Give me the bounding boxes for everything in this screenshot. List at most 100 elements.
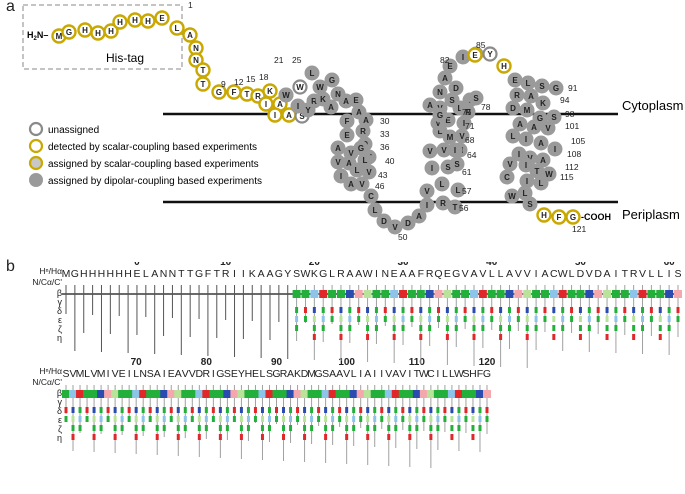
residue-number: 121 <box>572 224 586 234</box>
sequence-residue: F <box>205 268 211 280</box>
svg-text:V: V <box>435 119 441 128</box>
sequence-residue: L <box>489 268 495 280</box>
svg-text:A: A <box>335 144 341 153</box>
sequence-residue: I <box>107 368 110 380</box>
sequence-residue: I <box>212 368 215 380</box>
svg-text:D: D <box>405 219 411 228</box>
residue-number: 57 <box>462 186 472 196</box>
residue: H <box>103 23 119 39</box>
residue-number: 40 <box>385 156 395 166</box>
sequence-residue: A <box>336 368 343 380</box>
svg-text:L: L <box>175 24 180 33</box>
residue: I <box>455 49 471 65</box>
sequence-residue: I <box>408 368 411 380</box>
svg-text:S: S <box>299 112 305 121</box>
residue: A <box>343 176 359 192</box>
svg-text:W: W <box>545 170 553 179</box>
sequence-residue: E <box>444 268 451 280</box>
sequence-residue: A <box>266 268 273 280</box>
svg-text:T: T <box>453 203 458 212</box>
residue: S <box>546 109 562 125</box>
sequence-residue: A <box>258 268 265 280</box>
svg-text:V: V <box>335 158 341 167</box>
sequence-residue: L <box>133 368 139 380</box>
residue: L <box>533 175 549 191</box>
svg-text:V: V <box>366 168 372 177</box>
svg-text:I: I <box>525 161 527 170</box>
residue-number: 61 <box>462 167 472 177</box>
sequence-residue: L <box>648 268 654 280</box>
svg-text:I: I <box>462 53 464 62</box>
sequence-residue: V <box>462 268 469 280</box>
svg-text:H: H <box>82 26 88 35</box>
svg-text:A: A <box>531 123 537 132</box>
residue: E <box>442 58 458 74</box>
sequence-residue: I <box>535 268 538 280</box>
sequence-residue: C <box>427 368 435 380</box>
legend-detected-icon <box>28 138 44 154</box>
svg-text:V: V <box>392 223 398 232</box>
svg-text:A: A <box>277 100 283 109</box>
residue: R <box>435 195 451 211</box>
sequence-residue: H <box>115 268 123 280</box>
svg-text:E: E <box>447 62 453 71</box>
sequence-residue: N <box>169 268 177 280</box>
svg-text:V: V <box>507 160 513 169</box>
svg-text:V: V <box>545 124 551 133</box>
residue: D <box>376 213 392 229</box>
svg-text:M: M <box>447 133 454 142</box>
sequence-residue: A <box>151 268 158 280</box>
sequence-residue: R <box>337 268 345 280</box>
sequence-residue: V <box>91 368 98 380</box>
n-terminus-label: H2N– <box>27 30 48 42</box>
svg-text:G: G <box>437 111 443 120</box>
cytoplasm-label: Cytoplasm <box>622 98 683 113</box>
row-label: γ <box>58 397 63 407</box>
residue: I <box>447 142 463 158</box>
sequence-residue: K <box>249 268 256 280</box>
residue: I <box>419 197 435 213</box>
residue: T <box>195 62 211 78</box>
residue-number: 21 <box>274 55 284 65</box>
residue: S <box>444 92 460 108</box>
residue: H <box>496 58 512 74</box>
residue: A <box>330 140 346 156</box>
svg-text:N: N <box>335 90 341 99</box>
svg-text:I: I <box>426 201 428 210</box>
residue-number: 1 <box>188 0 193 10</box>
residue-number: 82 <box>440 55 450 65</box>
residue: F <box>551 209 567 225</box>
residue: L <box>434 176 450 192</box>
residue: Y <box>482 46 498 62</box>
sequence-residue: V <box>399 368 406 380</box>
svg-text:I: I <box>554 145 556 154</box>
sequence-residue: I <box>128 368 131 380</box>
svg-text:M: M <box>56 32 63 41</box>
sequence-residue: E <box>119 368 126 380</box>
svg-text:I: I <box>297 102 299 111</box>
sequence-residue: S <box>224 368 231 380</box>
svg-text:A: A <box>416 212 422 221</box>
svg-text:N: N <box>193 56 199 65</box>
sequence-residue: L <box>442 368 448 380</box>
row-label: β <box>57 288 62 298</box>
svg-text:H: H <box>132 16 138 25</box>
sequence-index: 120 <box>479 357 496 368</box>
svg-text:F: F <box>557 213 562 222</box>
svg-text:Y: Y <box>305 106 311 115</box>
svg-text:T: T <box>535 167 540 176</box>
sequence-residue: N <box>382 268 390 280</box>
svg-text:E: E <box>512 76 518 85</box>
residue-number: 98 <box>565 109 575 119</box>
svg-text:G: G <box>329 76 335 85</box>
row-label: ε <box>58 415 62 425</box>
sequence-residue: R <box>203 368 211 380</box>
sequence-residue: I <box>359 368 362 380</box>
legend: unassigned detected by scalar-coupling b… <box>28 121 262 187</box>
residue: S <box>468 90 484 106</box>
svg-text:V: V <box>527 154 533 163</box>
